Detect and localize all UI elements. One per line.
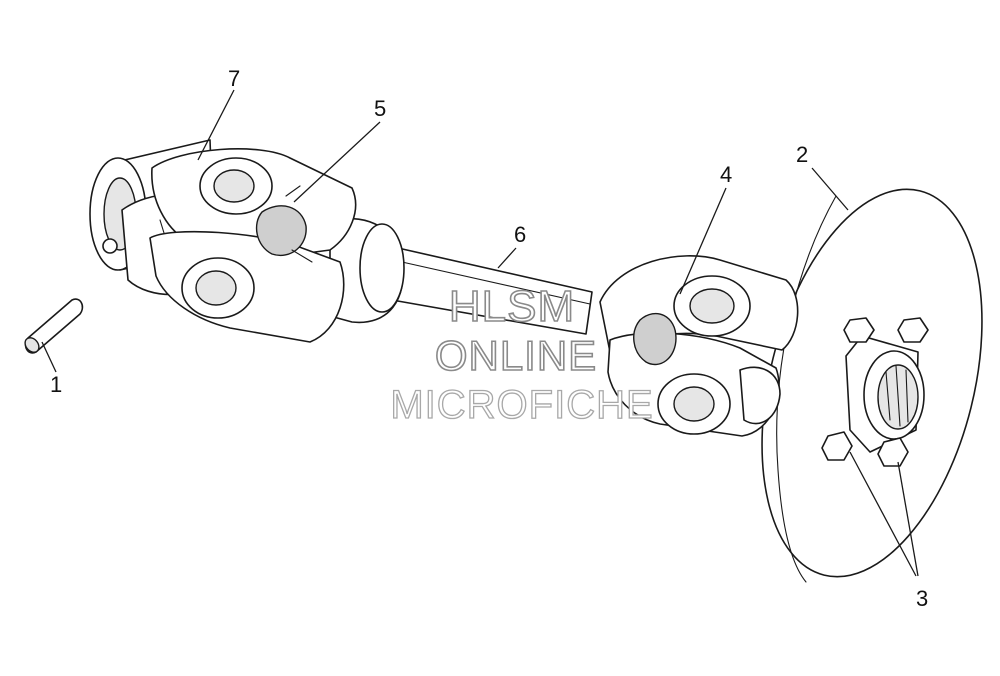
callout-3: 3 <box>916 586 928 611</box>
callout-2: 2 <box>796 142 808 167</box>
left-universal-joint <box>149 148 357 343</box>
nut <box>821 431 853 461</box>
callout-4: 4 <box>720 162 732 187</box>
right-universal-joint <box>599 255 799 437</box>
nut <box>843 317 875 343</box>
nut <box>877 437 909 467</box>
nut <box>897 317 929 343</box>
callout-5: 5 <box>374 96 386 121</box>
callout-6: 6 <box>514 222 526 247</box>
left-shaft-collar <box>329 217 405 324</box>
center-shaft <box>391 247 593 335</box>
pin-part <box>24 298 84 354</box>
leader-lines <box>41 89 919 577</box>
hub-with-nuts <box>821 317 929 467</box>
callout-1: 1 <box>50 372 62 397</box>
callout-7: 7 <box>228 66 240 91</box>
